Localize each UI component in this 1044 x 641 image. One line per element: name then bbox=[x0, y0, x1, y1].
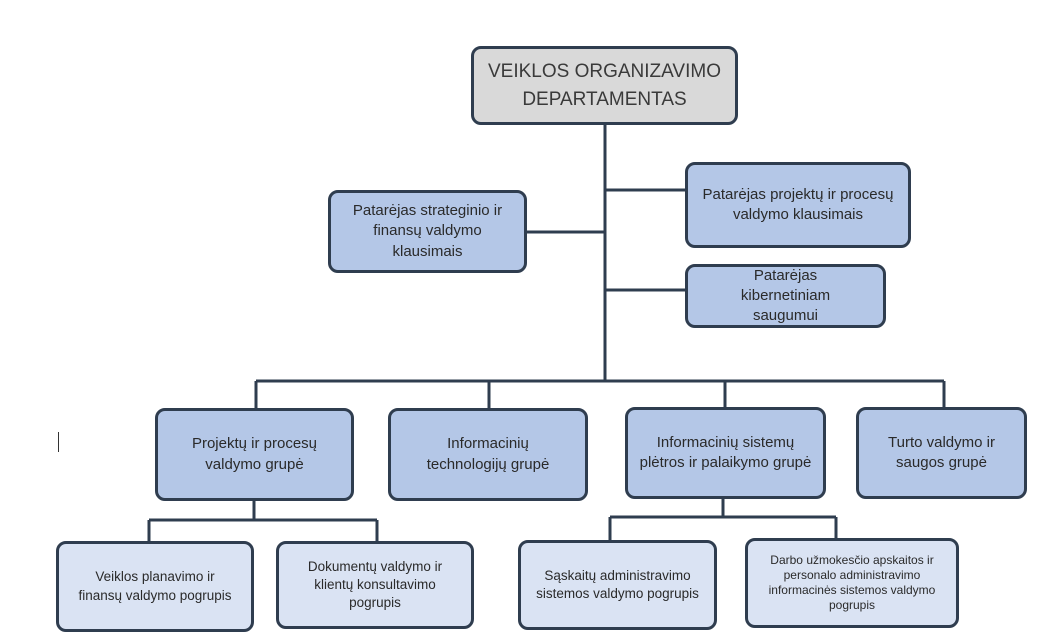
advisor-strategy-label: Patarėjas strateginio ir finansų valdymo… bbox=[352, 202, 503, 260]
sub-planning-label: Veiklos planavimo ir finansų valdymo pog… bbox=[78, 569, 232, 603]
advisor-projects-box: Patarėjas projektų ir procesų valdymo kl… bbox=[685, 162, 911, 248]
sub-accounts-box: Sąskaitų administravimo sistemos valdymo… bbox=[518, 540, 717, 630]
advisor-cyber-box: Patarėjas kibernetiniam saugumui bbox=[685, 264, 886, 328]
sub-payroll-label: Darbo užmokesčio apskaitos ir personalo … bbox=[768, 553, 936, 612]
group-projects-box: Projektų ir procesų valdymo grupė bbox=[155, 408, 354, 501]
advisor-strategy-box: Patarėjas strateginio ir finansų valdymo… bbox=[328, 190, 527, 273]
group-is-label: Informacinių sistemų plėtros ir palaikym… bbox=[639, 433, 812, 471]
advisor-cyber-label: Patarėjas kibernetiniam saugumui bbox=[740, 266, 831, 325]
group-it-box: Informacinių technologijų grupė bbox=[388, 408, 588, 501]
group-is-box: Informacinių sistemų plėtros ir palaikym… bbox=[625, 407, 826, 499]
department-box: VEIKLOS ORGANIZAVIMO DEPARTAMENTAS bbox=[471, 46, 738, 125]
sub-documents-label: Dokumentų valdymo ir klientų konsultavim… bbox=[307, 558, 443, 611]
sub-accounts-label: Sąskaitų administravimo sistemos valdymo… bbox=[536, 567, 699, 601]
group-assets-box: Turto valdymo ir saugos grupė bbox=[856, 407, 1027, 499]
sub-documents-box: Dokumentų valdymo ir klientų konsultavim… bbox=[276, 541, 474, 629]
text-cursor bbox=[58, 432, 59, 452]
advisor-projects-label: Patarėjas projektų ir procesų valdymo kl… bbox=[702, 185, 894, 223]
group-assets-label: Turto valdymo ir saugos grupė bbox=[888, 433, 995, 471]
sub-planning-box: Veiklos planavimo ir finansų valdymo pog… bbox=[56, 541, 254, 632]
group-it-label: Informacinių technologijų grupė bbox=[426, 435, 550, 473]
group-projects-label: Projektų ir procesų valdymo grupė bbox=[191, 435, 318, 473]
sub-payroll-box: Darbo užmokesčio apskaitos ir personalo … bbox=[745, 538, 959, 628]
department-label: VEIKLOS ORGANIZAVIMO DEPARTAMENTAS bbox=[488, 60, 721, 110]
